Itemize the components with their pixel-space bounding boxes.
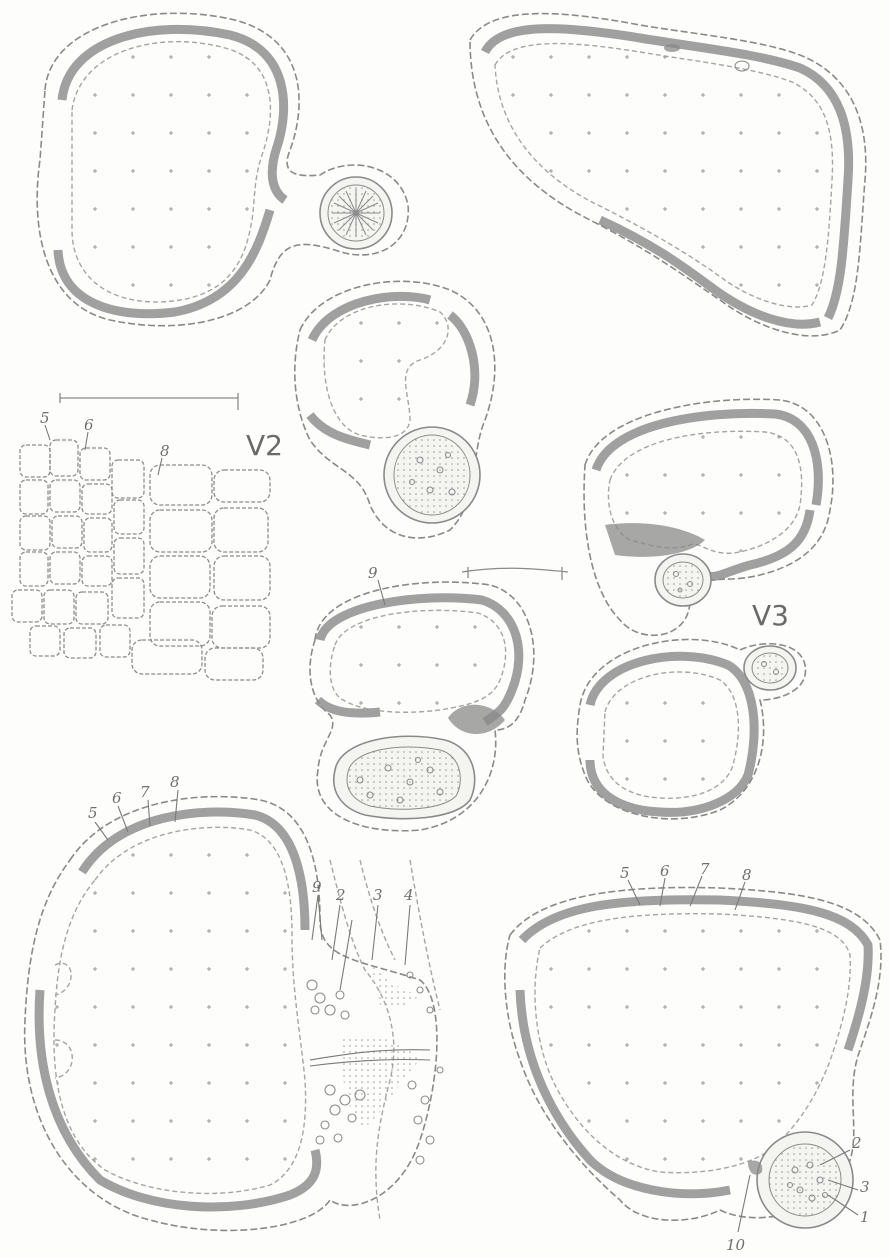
magnification-v2: V2	[246, 429, 283, 462]
figure-right-middle-seed	[584, 399, 833, 635]
label-5b: 5	[88, 804, 98, 822]
label-6: 6	[84, 416, 94, 434]
label-2: 2	[335, 886, 346, 904]
label-6b: 6	[112, 789, 122, 807]
tissue-detail-v2: 5 6 8 V2	[12, 393, 283, 680]
figure-top-right-seed	[470, 14, 866, 336]
magnification-v3: V3	[752, 599, 789, 632]
figure-centre-seed: 9	[310, 564, 534, 831]
label-10: 10	[726, 1236, 746, 1254]
label-7b: 7	[140, 783, 150, 801]
label-9b: 9	[312, 878, 322, 896]
figure-centre-small-seed	[295, 281, 495, 538]
label-2c: 2	[851, 1134, 862, 1152]
label-9: 9	[368, 564, 378, 582]
figure-bottom-left-seed: 5 6 7 8 9 2 3 4	[25, 773, 443, 1230]
label-8: 8	[160, 442, 170, 460]
figure-bottom-right-seed: 5 6 7 8 2 3 1 10	[505, 860, 881, 1254]
label-3: 3	[373, 886, 383, 904]
label-6c: 6	[660, 862, 670, 880]
label-5c: 5	[620, 864, 630, 882]
figure-top-left-seed	[37, 13, 408, 325]
label-7c: 7	[700, 860, 710, 878]
label-8b: 8	[170, 773, 180, 791]
label-5: 5	[40, 409, 50, 427]
label-8c: 8	[742, 866, 752, 884]
label-1c: 1	[860, 1208, 870, 1226]
scale-bar-centre	[462, 567, 568, 580]
label-3c: 3	[860, 1178, 870, 1196]
figure-right-v3-seed: V3	[577, 599, 805, 819]
label-4: 4	[403, 886, 414, 904]
